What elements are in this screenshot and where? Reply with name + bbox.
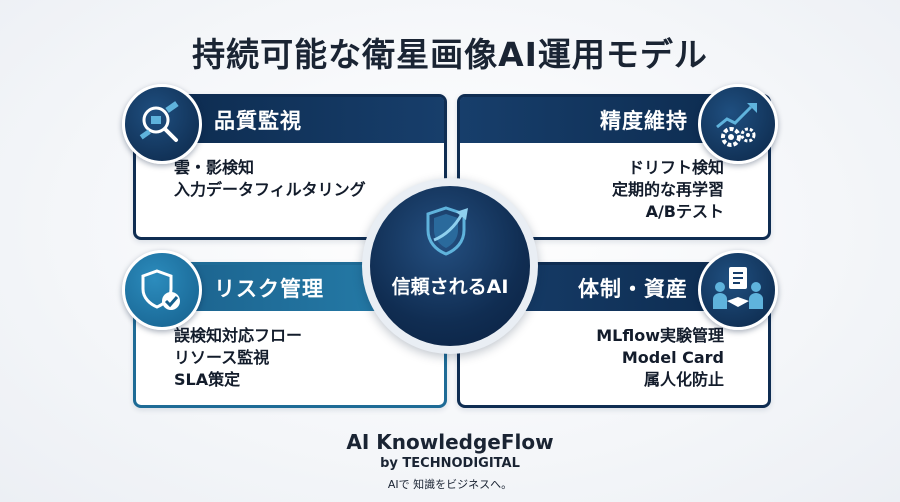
satellite-magnifier-icon <box>122 84 202 164</box>
list-item: 誤検知対応フロー <box>174 326 303 345</box>
brand-name: AI KnowledgeFlow <box>346 430 554 454</box>
gears-trend-icon <box>698 84 778 164</box>
list-item: リソース監視 <box>174 348 270 367</box>
list-item: Model Card <box>621 348 724 367</box>
quality-monitoring-items: 雲・影検知 入力データフィルタリング <box>174 157 366 201</box>
center-label: 信頼されるAI <box>391 276 509 298</box>
list-item: 雲・影検知 <box>174 158 255 177</box>
risk-management-items: 誤検知対応フロー リソース監視 SLA策定 <box>174 325 302 391</box>
list-item: A/Bテスト <box>645 202 724 221</box>
list-item: MLflow実験管理 <box>596 326 724 345</box>
list-item: 入力データフィルタリング <box>174 180 366 199</box>
list-item: 属人化防止 <box>643 370 724 389</box>
shield-check-icon <box>122 250 202 330</box>
accuracy-maintenance-items: ドリフト検知 定期的な再学習 A/Bテスト <box>612 157 724 223</box>
organization-assets-items: MLflow実験管理 Model Card 属人化防止 <box>596 325 724 391</box>
brand-tagline: AIで 知識をビジネスへ。 <box>387 478 513 491</box>
list-item: SLA策定 <box>174 370 241 389</box>
page-title: 持続可能な衛星画像AI運用モデル <box>192 35 708 74</box>
shield-arrow-icon <box>420 200 480 270</box>
list-item: ドリフト検知 <box>627 158 724 177</box>
list-item: 定期的な再学習 <box>611 180 724 199</box>
handshake-document-icon <box>698 250 778 330</box>
brand-byline: by TECHNODIGITAL <box>380 456 520 471</box>
center-hub: 信頼されるAI <box>370 186 530 346</box>
